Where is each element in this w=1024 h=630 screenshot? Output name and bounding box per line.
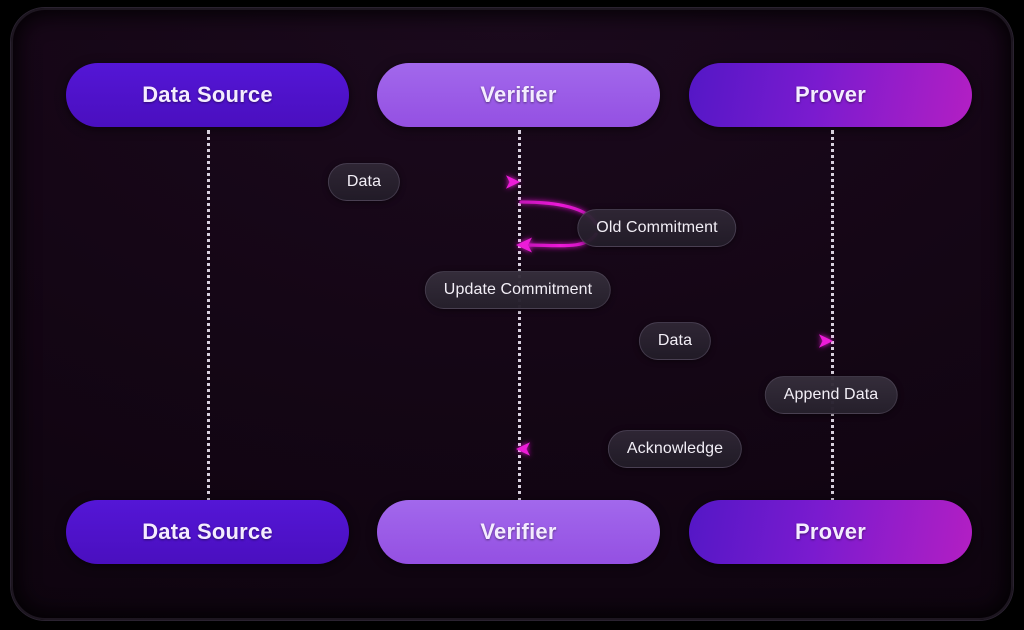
participant-label: Data Source — [142, 82, 273, 107]
note-append-data[interactable]: Append Data — [764, 376, 898, 414]
note-update-commitment[interactable]: Update Commitment — [424, 271, 612, 309]
participant-label: Verifier — [480, 82, 557, 107]
lifeline-prover — [831, 130, 834, 502]
participant-header-data-source[interactable]: Data Source — [66, 63, 349, 127]
participant-header-verifier[interactable]: Verifier — [377, 63, 660, 127]
participant-footer-prover[interactable]: Prover — [689, 500, 972, 564]
participant-label: Verifier — [480, 519, 557, 544]
participant-header-prover[interactable]: Prover — [689, 63, 972, 127]
lifeline-data-source — [207, 130, 210, 502]
diagram-frame: Data Source Verifier Prover — [11, 8, 1013, 620]
participant-footer-verifier[interactable]: Verifier — [377, 500, 660, 564]
participant-footer-data-source[interactable]: Data Source — [66, 500, 349, 564]
message-label-data-1[interactable]: Data — [327, 163, 401, 201]
message-label-old-commitment[interactable]: Old Commitment — [577, 209, 737, 247]
participant-label: Prover — [795, 519, 866, 544]
participant-label: Data Source — [142, 519, 273, 544]
message-label-data-2[interactable]: Data — [638, 322, 712, 360]
diagram-canvas: Data Source Verifier Prover — [13, 10, 1011, 618]
participant-label: Prover — [795, 82, 866, 107]
message-label-acknowledge[interactable]: Acknowledge — [607, 430, 743, 468]
lifeline-verifier — [518, 130, 521, 502]
